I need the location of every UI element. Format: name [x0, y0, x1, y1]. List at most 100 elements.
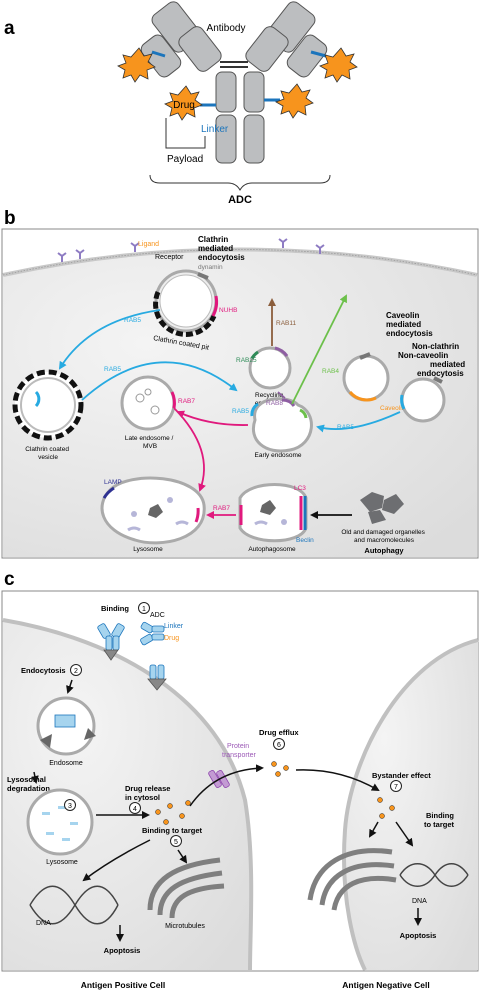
step-3: 3 — [68, 803, 72, 810]
arrow-bystander — [295, 769, 380, 792]
microtubules-right — [307, 848, 397, 911]
rab7-label-1: RAB7 — [178, 398, 195, 405]
rab5-label-2: RAB5 — [104, 366, 121, 373]
adc-free — [140, 621, 165, 646]
step-5: 5 — [174, 839, 178, 846]
panel-b: b Ligand Receptor Clathrin mediated endo… — [1, 208, 479, 559]
clathrin-title: Clathrin mediated endocytosis — [198, 235, 245, 262]
clathrin-coated-vesicle — [12, 369, 84, 441]
arrow-efflux — [189, 764, 264, 807]
efflux-drugs — [271, 761, 289, 777]
step-2-badge — [70, 664, 82, 676]
drug-label-c: Drug — [164, 635, 179, 642]
step-2: 2 — [74, 668, 78, 675]
step-3-badge — [64, 799, 76, 811]
payload-bracket — [165, 118, 206, 149]
drug-star — [164, 85, 203, 121]
rab5-label-3: RAB5 — [232, 408, 249, 415]
step-6: 6 — [277, 742, 281, 749]
antibody-label: Antibody — [207, 23, 246, 34]
rab5-label-4: RAB5 — [337, 424, 354, 431]
protein-transporter — [208, 770, 230, 788]
panel-c: c Binding 1 ADC Linker Drug — [1, 569, 479, 990]
antigen-negative-label: Antigen Negative Cell — [342, 980, 429, 990]
released-drugs — [155, 800, 191, 825]
lysosome-c — [26, 788, 94, 856]
linker-label-c: Linker — [164, 623, 184, 630]
drug-stars — [117, 47, 358, 121]
adc-label-c: ADC — [150, 612, 165, 619]
endocytosis-label: Endocytosis — [21, 666, 66, 675]
membrane-receptors — [57, 238, 325, 262]
rab5-label-1: RAB5 — [124, 317, 141, 324]
drug-star — [319, 47, 358, 83]
adc-bracket — [149, 174, 331, 192]
old-organelles — [360, 492, 404, 524]
panel-b-label: b — [4, 208, 16, 229]
step-4: 4 — [133, 806, 137, 813]
rab4-label: RAB4 — [322, 368, 339, 375]
old-damaged-label: Old and damaged organelles and macromole… — [341, 529, 426, 544]
rab25-label: RAB25 — [236, 357, 257, 364]
caveolin-vesicle — [342, 352, 390, 402]
panel-a: a Antibody — [4, 1, 358, 206]
microtubules-left — [147, 857, 225, 919]
arrow-rab4 — [291, 294, 347, 405]
late-endosome-label: Late endosome / MVB — [125, 435, 175, 450]
drug-release-label: Drug release in cytosol — [125, 784, 173, 802]
step-7: 7 — [394, 784, 398, 791]
step-1: 1 — [142, 606, 146, 613]
linker-label: Linker — [201, 124, 229, 135]
drug-star — [117, 47, 156, 83]
caveolin-title: Caveolin mediated endocytosis — [386, 311, 433, 338]
early-endosome-label: Early endosome — [255, 452, 302, 459]
dna-right — [399, 863, 469, 887]
early-endosome — [250, 397, 313, 453]
autophagy-label: Autophagy — [364, 546, 404, 555]
step-5-badge — [170, 835, 182, 847]
adc-on-membrane — [97, 623, 125, 661]
rab8-label: RAB8 — [266, 400, 283, 407]
step-7-badge — [390, 780, 402, 792]
arrow-to-dna — [82, 839, 151, 882]
arrow-rab5-right — [316, 411, 401, 433]
non-clathrin-title: Non-clathrin Non-caveolin mediated endoc… — [398, 342, 467, 378]
antibody — [140, 1, 328, 164]
endosome-c — [36, 696, 96, 756]
arrow-rab7-late — [173, 407, 206, 492]
coated-vesicle-label: Clathrin coated vesicle — [25, 446, 71, 461]
lc3-label: LC3 — [294, 485, 306, 492]
transporter-label: Protein transporter — [222, 743, 257, 759]
recycling-endosome — [248, 346, 292, 390]
receptor-label: Receptor — [155, 254, 184, 261]
beclin-label: Beclin — [296, 537, 314, 544]
endosome-label: Endosome — [49, 760, 83, 767]
dna-label: DNA — [36, 920, 51, 927]
binding-target2-label: Binding to target — [424, 811, 456, 829]
drug-star — [275, 83, 314, 119]
lamp-label: LAMP — [104, 479, 122, 486]
rab11-label: RAB11 — [276, 320, 296, 327]
arrow-rab5-vesicle — [81, 361, 238, 401]
adc-label: ADC — [228, 194, 252, 206]
adc-receptor-2 — [147, 664, 167, 691]
apoptosis-label: Apoptosis — [104, 946, 141, 955]
clathrin-coated-pit — [153, 269, 219, 337]
lysosome-b-label: Lysosome — [133, 546, 163, 553]
arrow-to-microtubules — [177, 849, 188, 864]
apoptosis-label-right: Apoptosis — [400, 931, 437, 940]
autophagosome — [238, 483, 308, 543]
rab7-label-2: RAB7 — [213, 505, 230, 512]
dna-left — [29, 885, 119, 925]
step-1-badge — [138, 602, 150, 614]
antigen-positive-label: Antigen Positive Cell — [81, 980, 166, 990]
arrow-endocytosis — [66, 679, 74, 694]
lyso-deg-label: Lysosomal degradation — [7, 775, 50, 793]
binding-label: Binding — [101, 604, 129, 613]
arrow-rab5-pit — [58, 309, 161, 370]
panel-a-label: a — [4, 18, 15, 39]
nuhb-label: NUHB — [219, 307, 237, 314]
lysosome-c-label: Lysosome — [46, 859, 78, 866]
arrow-rab7-early — [176, 410, 249, 426]
late-endosome — [120, 375, 176, 431]
